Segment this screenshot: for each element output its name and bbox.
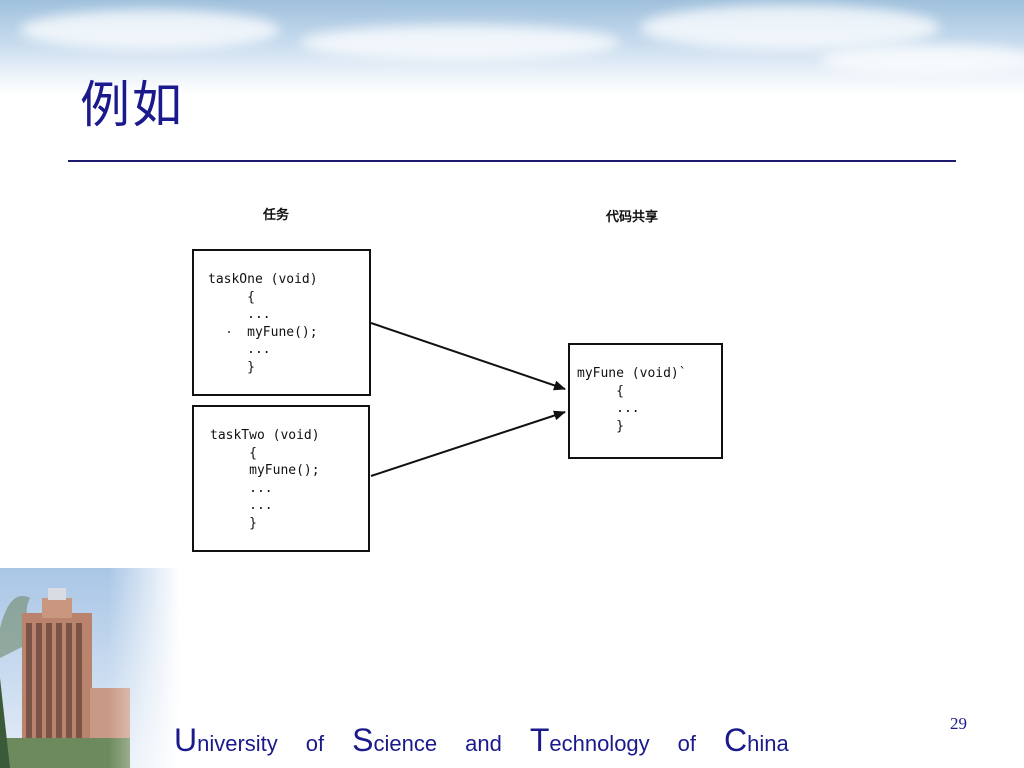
task-one-code: taskOne (void) { ... myFune(); ... } <box>208 272 318 375</box>
title-divider <box>68 160 956 162</box>
task-two-code: taskTwo (void) { myFune(); ... ... } <box>210 428 320 531</box>
sky-banner <box>0 0 1024 95</box>
arrow-task-two <box>370 410 566 477</box>
page-number: 29 <box>950 714 967 733</box>
footer-word: China <box>724 722 789 758</box>
footer-word: Science <box>352 722 438 758</box>
footer-word: Technology <box>529 722 650 758</box>
arrow-task-one <box>370 322 566 391</box>
slide-title: 例如 <box>80 76 184 134</box>
footer-word: of <box>677 731 697 756</box>
shared-function-box: myFune (void)` { ... } <box>568 343 723 459</box>
footer-word: of <box>305 731 325 756</box>
task-two-box: taskTwo (void) { myFune(); ... ... } <box>192 405 370 552</box>
footer-word: University <box>174 722 278 758</box>
tasks-label: 任务 <box>263 208 290 223</box>
university-footer: University of Science and Technology of China <box>174 722 874 759</box>
code-shared-label: 代码共享 <box>606 210 659 225</box>
shared-function-code: myFune (void)` { ... } <box>577 366 687 434</box>
campus-building-image <box>0 568 180 768</box>
task-one-box: taskOne (void) { ... myFune(); ... } <box>192 249 371 396</box>
footer-word: and <box>465 731 502 756</box>
